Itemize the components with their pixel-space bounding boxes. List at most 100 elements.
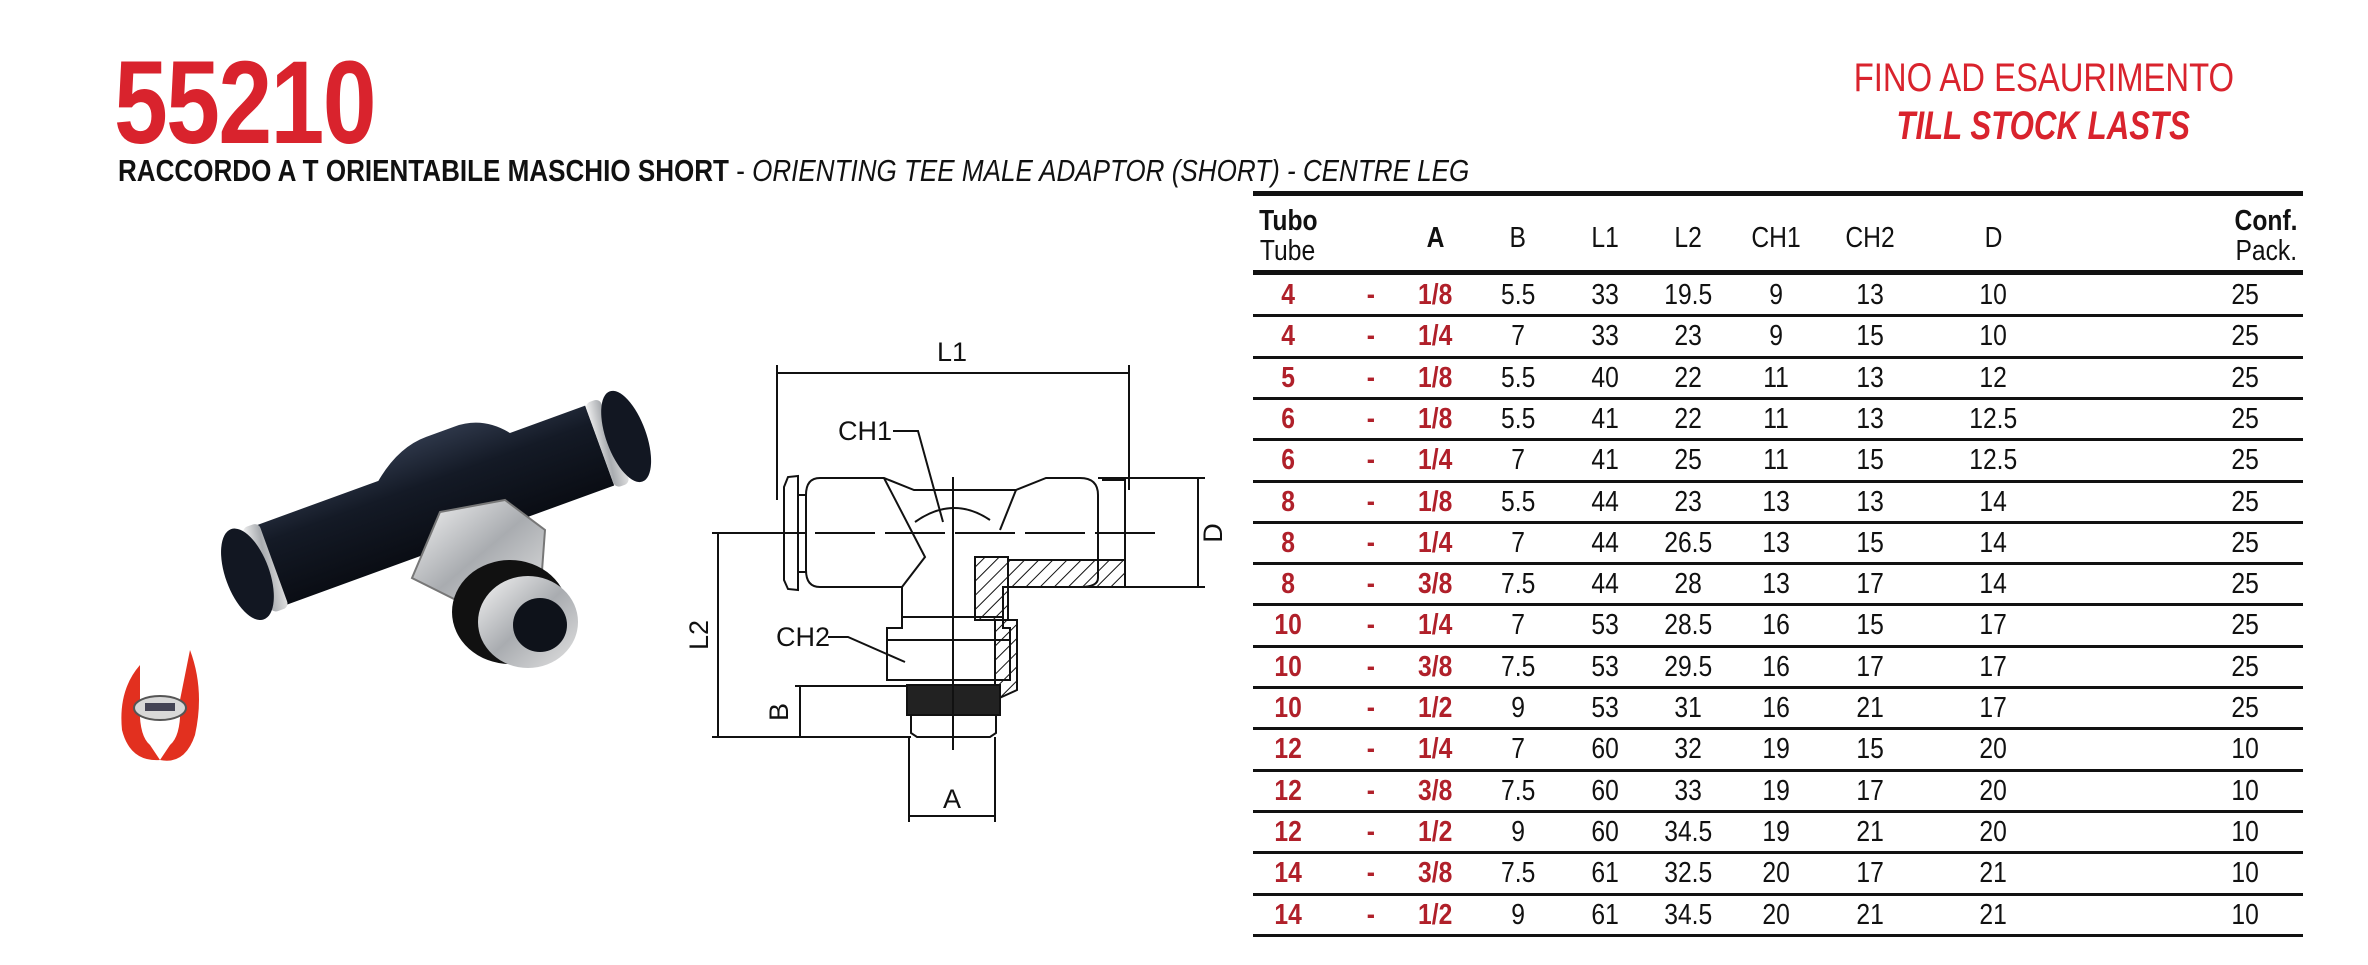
cell-pack: 25 <box>2231 650 2259 683</box>
cell-b: 9 <box>1511 692 1525 724</box>
cell-ch2: 15 <box>1856 733 1884 766</box>
cell-pack: 25 <box>2231 485 2259 518</box>
cell-d: 10 <box>1979 279 2007 311</box>
cell-ch1: 11 <box>1763 402 1789 435</box>
cell-ch2: 13 <box>1856 361 1884 394</box>
header-l1: L1 <box>1591 222 1619 254</box>
cell-tube: 6 <box>1281 444 1295 477</box>
cell-pack: 25 <box>2231 444 2259 477</box>
cell-a: 3/8 <box>1417 774 1453 807</box>
row-divider <box>1253 644 2303 648</box>
cell-a: 3/8 <box>1417 650 1453 683</box>
cell-tube: 12 <box>1274 774 1302 807</box>
cell-l2: 34.5 <box>1663 898 1712 931</box>
cell-ch2: 15 <box>1856 320 1884 353</box>
product-title: RACCORDO A T ORIENTABILE MASCHIO SHORT -… <box>118 153 1469 189</box>
header-l2: L2 <box>1674 222 1702 254</box>
cell-tube: 8 <box>1281 485 1295 518</box>
title-english: ORIENTING TEE MALE ADAPTOR (SHORT) - CEN… <box>752 153 1470 188</box>
cell-ch1: 9 <box>1769 279 1783 311</box>
cell-l2: 25 <box>1674 444 1702 477</box>
cell-ch1: 13 <box>1762 485 1790 518</box>
cell-pack: 25 <box>2231 526 2259 559</box>
cell-b: 5.5 <box>1500 361 1536 394</box>
cell-a: 1/2 <box>1417 898 1453 931</box>
cell-a: 1/4 <box>1417 320 1453 353</box>
cell-a: 1/8 <box>1417 279 1453 311</box>
cell-l2: 19.5 <box>1663 279 1712 311</box>
cell-b: 7 <box>1511 526 1525 559</box>
cell-l2: 32.5 <box>1663 857 1712 890</box>
cell-ch2: 21 <box>1856 692 1884 724</box>
cell-sep: - <box>1366 733 1376 766</box>
cell-tube: 10 <box>1274 692 1302 724</box>
cell-sep: - <box>1366 815 1376 848</box>
row-divider <box>1253 933 2303 937</box>
cell-a: 1/8 <box>1417 485 1453 518</box>
cell-d: 17 <box>1979 692 2007 724</box>
cell-ch2: 13 <box>1856 485 1884 518</box>
cell-tube: 6 <box>1281 402 1295 435</box>
row-divider <box>1253 396 2303 400</box>
cell-d: 10 <box>1979 320 2007 353</box>
row-divider <box>1253 479 2303 483</box>
cell-l2: 28.5 <box>1663 609 1712 642</box>
header-tube-it: Tubo <box>1258 205 1318 237</box>
table-header-rule <box>1253 270 2303 275</box>
cell-ch1: 16 <box>1762 609 1790 642</box>
label-b: B <box>764 703 794 721</box>
cell-d: 12.5 <box>1968 444 2017 477</box>
cell-a: 1/4 <box>1417 733 1453 766</box>
cell-ch2: 15 <box>1856 609 1884 642</box>
cell-d: 12.5 <box>1968 402 2017 435</box>
cell-ch2: 21 <box>1856 815 1884 848</box>
cell-b: 7 <box>1511 609 1525 642</box>
cell-a: 1/4 <box>1417 526 1453 559</box>
cell-tube: 10 <box>1274 609 1302 642</box>
cell-l1: 33 <box>1591 279 1619 311</box>
cell-d: 20 <box>1979 774 2007 807</box>
cell-ch1: 20 <box>1762 898 1790 931</box>
cell-a: 3/8 <box>1417 857 1453 890</box>
stock-notice-italian: FINO AD ESAURIMENTO <box>1812 56 2274 101</box>
cell-ch1: 16 <box>1762 692 1790 724</box>
cell-l1: 44 <box>1591 485 1619 518</box>
cell-ch1: 19 <box>1762 733 1790 766</box>
header-a: A <box>1426 222 1444 254</box>
cell-b: 7.5 <box>1500 774 1536 807</box>
cell-ch1: 11 <box>1763 361 1789 394</box>
cell-l2: 29.5 <box>1663 650 1712 683</box>
cell-l1: 60 <box>1591 774 1619 807</box>
label-ch2: CH2 <box>776 622 830 652</box>
cell-ch2: 21 <box>1856 898 1884 931</box>
cell-l1: 53 <box>1591 692 1619 724</box>
cell-b: 7.5 <box>1500 857 1536 890</box>
cell-l2: 34.5 <box>1663 815 1712 848</box>
cell-ch1: 11 <box>1763 444 1789 477</box>
row-divider <box>1253 520 2303 524</box>
cell-d: 14 <box>1979 568 2007 601</box>
cell-tube: 12 <box>1274 815 1302 848</box>
cell-sep: - <box>1366 898 1376 931</box>
cell-l2: 22 <box>1674 361 1702 394</box>
cell-ch2: 17 <box>1856 650 1884 683</box>
cell-sep: - <box>1366 568 1376 601</box>
cell-pack: 10 <box>2231 898 2259 931</box>
row-divider <box>1253 727 2303 731</box>
label-a: A <box>943 784 961 814</box>
cell-d: 17 <box>1979 650 2007 683</box>
cell-d: 17 <box>1979 609 2007 642</box>
cell-tube: 14 <box>1274 898 1302 931</box>
cell-sep: - <box>1366 526 1376 559</box>
cell-ch1: 13 <box>1762 568 1790 601</box>
cell-a: 1/4 <box>1417 609 1453 642</box>
cell-d: 14 <box>1979 526 2007 559</box>
cell-tube: 4 <box>1281 279 1295 311</box>
